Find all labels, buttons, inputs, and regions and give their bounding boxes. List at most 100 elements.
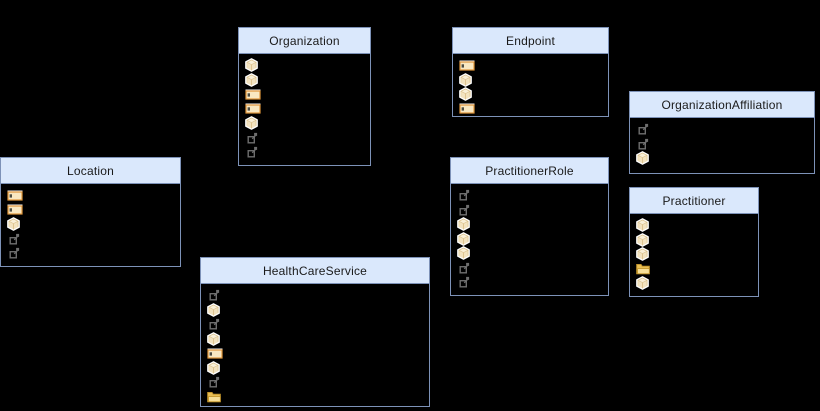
- attribute-row: [207, 375, 429, 390]
- reference-icon: [457, 189, 476, 201]
- class-header: PractitionerRole: [451, 158, 608, 184]
- attribute-row: [457, 188, 608, 203]
- reference-icon: [245, 132, 264, 144]
- attribute-row: [7, 232, 180, 247]
- class-header: Endpoint: [453, 28, 608, 54]
- attribute-row: [636, 137, 814, 152]
- class-box-endpoint[interactable]: Endpoint: [452, 27, 609, 117]
- complex-type-icon: [245, 58, 262, 73]
- attribute-row: [207, 302, 429, 318]
- attribute-row: [207, 390, 429, 405]
- class-title: Practitioner: [662, 193, 726, 208]
- attribute-row: [245, 102, 370, 117]
- attribute-row: [245, 72, 370, 88]
- attribute-row: [7, 217, 180, 232]
- attribute-row: [207, 346, 429, 361]
- class-attributes: [453, 54, 608, 116]
- reference-icon: [7, 233, 26, 245]
- attribute-row: [245, 116, 370, 131]
- attribute-row: [459, 87, 608, 102]
- attribute-row: [459, 102, 608, 117]
- class-title: Organization: [269, 33, 340, 48]
- class-attributes: [1, 184, 180, 261]
- reference-icon: [457, 276, 476, 288]
- primitive-type-icon: [7, 190, 24, 201]
- reference-icon: [207, 376, 226, 388]
- primitive-type-icon: [7, 204, 24, 215]
- complex-type-icon: [207, 302, 224, 317]
- primitive-type-icon: [459, 103, 476, 114]
- reference-icon: [457, 262, 476, 274]
- complex-type-icon: [459, 87, 476, 102]
- complex-type-icon: [457, 231, 474, 246]
- attribute-row: [636, 276, 758, 291]
- attribute-row: [636, 262, 758, 277]
- complex-type-icon: [7, 217, 24, 232]
- attribute-row: [636, 218, 758, 233]
- attribute-row: [207, 317, 429, 332]
- reference-icon: [207, 289, 226, 301]
- complex-type-icon: [457, 246, 474, 261]
- class-header: HealthCareService: [201, 258, 429, 284]
- complex-type-icon: [245, 72, 262, 87]
- attribute-row: [636, 247, 758, 262]
- attribute-row: [457, 217, 608, 232]
- attribute-row: [636, 151, 814, 166]
- class-header: Practitioner: [630, 188, 758, 214]
- class-attributes: [630, 214, 758, 291]
- class-attributes: [630, 118, 814, 166]
- reference-icon: [207, 318, 226, 330]
- reference-icon: [636, 138, 655, 150]
- class-header: OrganizationAffiliation: [630, 92, 814, 118]
- attribute-row: [207, 331, 429, 347]
- complex-type-icon: [459, 72, 476, 87]
- class-box-organizationaffiliation[interactable]: OrganizationAffiliation: [629, 91, 815, 174]
- primitive-type-icon: [245, 89, 262, 100]
- attribute-row: [7, 188, 180, 203]
- class-box-location[interactable]: Location: [0, 157, 181, 267]
- reference-icon: [245, 146, 264, 158]
- class-title: Location: [67, 163, 114, 178]
- primitive-type-icon: [245, 103, 262, 114]
- attribute-row: [207, 360, 429, 376]
- attribute-row: [636, 122, 814, 137]
- attribute-row: [459, 72, 608, 88]
- complex-type-icon: [636, 276, 653, 291]
- attribute-row: [245, 145, 370, 160]
- complex-type-icon: [636, 247, 653, 262]
- class-attributes: [451, 184, 608, 290]
- attribute-row: [245, 58, 370, 73]
- complex-type-icon: [636, 218, 653, 233]
- primitive-type-icon: [207, 348, 224, 359]
- class-header: Organization: [239, 28, 370, 54]
- folder-icon: [636, 263, 653, 275]
- class-title: PractitionerRole: [485, 163, 574, 178]
- attribute-row: [457, 246, 608, 261]
- class-box-practitioner[interactable]: Practitioner: [629, 187, 759, 297]
- attribute-row: [459, 58, 608, 73]
- complex-type-icon: [636, 232, 653, 247]
- attribute-row: [207, 288, 429, 303]
- attribute-row: [457, 203, 608, 218]
- reference-icon: [7, 247, 26, 259]
- complex-type-icon: [207, 360, 224, 375]
- complex-type-icon: [457, 217, 474, 232]
- class-header: Location: [1, 158, 180, 184]
- folder-icon: [207, 391, 224, 403]
- attribute-row: [457, 261, 608, 276]
- class-box-organization[interactable]: Organization: [238, 27, 371, 166]
- attribute-row: [7, 203, 180, 218]
- attribute-row: [245, 87, 370, 102]
- attribute-row: [457, 231, 608, 247]
- reference-icon: [636, 123, 655, 135]
- class-title: OrganizationAffiliation: [661, 97, 783, 112]
- class-title: Endpoint: [506, 33, 555, 48]
- attribute-row: [245, 131, 370, 146]
- reference-icon: [457, 204, 476, 216]
- class-box-practitionerrole[interactable]: PractitionerRole: [450, 157, 609, 296]
- attribute-row: [7, 246, 180, 261]
- primitive-type-icon: [459, 60, 476, 71]
- class-box-healthcareservice[interactable]: HealthCareService: [200, 257, 430, 407]
- attribute-row: [457, 275, 608, 290]
